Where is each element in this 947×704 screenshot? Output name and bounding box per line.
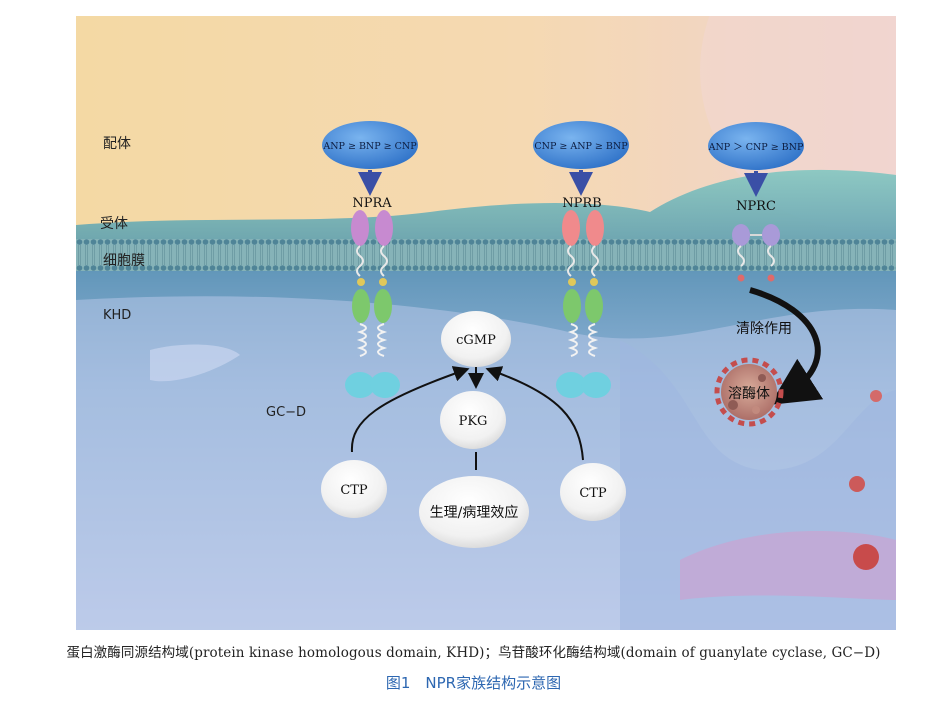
clearance-arrow	[749, 287, 824, 405]
receptor-nprc	[732, 224, 780, 282]
receptor-npra-label: NPRA	[352, 196, 392, 211]
figure-title: 图1 NPR家族结构示意图	[385, 674, 562, 692]
ligand-npra: ANP ≥ BNP ≥ CNP	[322, 121, 418, 169]
receptor-nprb-label: NPRB	[562, 196, 601, 211]
pkg-node: PKG	[440, 391, 506, 449]
arrow-ctp-right-cgmp	[485, 366, 584, 461]
arrow-ctp-left-cgmp	[350, 366, 470, 453]
svg-text:PKG: PKG	[459, 414, 488, 429]
receptor-nprb	[556, 210, 611, 398]
svg-text:ANP ＞ CNP ≥ BNP: ANP ＞ CNP ≥ BNP	[708, 142, 804, 153]
svg-text:CTP: CTP	[340, 483, 368, 498]
svg-text:CTP: CTP	[579, 486, 607, 501]
svg-text:cGMP: cGMP	[456, 333, 496, 348]
effect-node: 生理/病理效应	[419, 476, 529, 548]
label-membrane: 细胞膜	[103, 253, 145, 269]
ligand-nprc: ANP ＞ CNP ≥ BNP	[708, 122, 804, 170]
svg-text:ANP ≥ BNP ≥ CNP: ANP ≥ BNP ≥ CNP	[322, 141, 417, 152]
label-ligand: 配体	[103, 136, 131, 152]
lysosome: 溶酶体	[714, 357, 784, 427]
ctp-left-node: CTP	[321, 460, 387, 518]
svg-text:溶酶体: 溶酶体	[728, 386, 770, 402]
svg-text:生理/病理效应: 生理/病理效应	[430, 504, 519, 521]
clearance-label: 清除作用	[736, 321, 792, 337]
receptor-nprc-label: NPRC	[736, 199, 776, 214]
svg-text:CNP ≥ ANP ≥ BNP: CNP ≥ ANP ≥ BNP	[534, 141, 628, 152]
label-gcd: GC−D	[266, 405, 306, 420]
label-khd: KHD	[103, 308, 131, 323]
ligand-nprb: CNP ≥ ANP ≥ BNP	[533, 121, 629, 169]
cell-membrane	[76, 239, 896, 271]
figure-note: 蛋白激酶同源结构域(protein kinase homologous doma…	[66, 645, 881, 661]
receptor-npra	[345, 210, 400, 398]
label-receptor: 受体	[100, 216, 128, 232]
ctp-right-node: CTP	[560, 463, 626, 521]
cgmp-node: cGMP	[441, 311, 511, 367]
